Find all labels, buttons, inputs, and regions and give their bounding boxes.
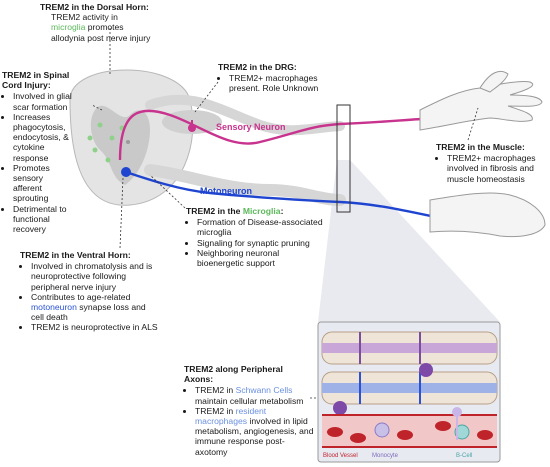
motoneuron-label: Motoneuron: [200, 186, 252, 196]
zoom-box: [336, 104, 351, 213]
b-cell-label: B-Cell: [456, 453, 473, 459]
spinal-injury-callout: TREM2 in Spinal Cord Injury: Involved in…: [2, 70, 72, 234]
ventral-horn-item: Contributes to age-related motoneuron sy…: [31, 292, 160, 323]
spinal-injury-item: Promotes sensory afferent sprouting: [13, 163, 72, 204]
microglia-title-cell: Microglia: [242, 206, 281, 216]
microglia-item: Neighboring neuronal bioenergetic suppor…: [197, 248, 326, 268]
microglia-callout: TREM2 in the Microglia: Formation of Dis…: [186, 206, 326, 268]
axons-item-cell: Schwann Cells: [235, 385, 293, 396]
macrophage-cell: [419, 363, 433, 377]
ventral-horn-item: TREM2 is neuroprotective in ALS: [31, 322, 160, 332]
sensory-neuron-label: Sensory Neuron: [216, 122, 286, 132]
ventral-horn-title: TREM2 in the Ventral Horn:: [20, 250, 131, 260]
muscle-callout: TREM2 in the Muscle: TREM2+ macrophages …: [436, 142, 548, 184]
microglia-item: Signaling for synaptic pruning: [197, 238, 326, 248]
spinal-injury-item: Increases phagocytosis, endocytosis, & c…: [13, 112, 72, 163]
blood-vessel-label: Blood Vessel: [323, 453, 358, 459]
axons-item-text: TREM2 in: [195, 385, 236, 396]
microglia-item: Formation of Disease-associated microgli…: [197, 217, 326, 237]
axons-item: TREM2 in resident macrophages involved i…: [195, 406, 314, 457]
ventral-horn-item-cell: motoneuron: [31, 302, 77, 313]
dorsal-horn-cell: microglia: [51, 22, 86, 33]
spinal-injury-title: TREM2 in Spinal Cord Injury:: [2, 70, 70, 91]
drg-item: TREM2+ macrophages present. Role Unknown: [229, 73, 348, 93]
drg-callout: TREM2 in the DRG: TREM2+ macrophages pre…: [218, 62, 348, 94]
drg-cell-body: [188, 124, 196, 132]
dorsal-horn-title: TREM2 in the Dorsal Horn:: [40, 2, 149, 12]
dorsal-horn-callout: TREM2 in the Dorsal Horn: TREM2 activity…: [40, 2, 200, 43]
axons-item: TREM2 in Schwann Cells maintain cellular…: [195, 385, 314, 405]
dorsal-horn-text-2: allodynia post nerve injury: [51, 32, 151, 43]
ventral-horn-item-text: Contributes to age-related: [31, 291, 131, 302]
microglia-title: TREM2 in the Microglia:: [186, 206, 326, 216]
microglia-title-prefix: TREM2 in the: [186, 206, 243, 216]
axons-item-text-2: involved in lipid metabolism, angiogenes…: [195, 416, 314, 457]
axon-inset: [317, 321, 501, 463]
muscle-item: TREM2+ macrophages involved in fibrosis …: [447, 153, 548, 184]
dorsal-horn-text-tail: promotes: [85, 22, 124, 33]
axons-callout: TREM2 along Peripheral Axons: TREM2 in S…: [184, 364, 314, 457]
ventral-horn-callout: TREM2 in the Ventral Horn: Involved in c…: [20, 250, 160, 333]
axons-title: TREM2 along Peripheral Axons:: [184, 364, 283, 385]
drg-title: TREM2 in the DRG:: [218, 62, 297, 72]
axons-item-text-2: maintain cellular metabolism: [195, 395, 304, 406]
spinal-injury-item: Detrimental to functional recovery: [13, 204, 72, 235]
dorsal-horn-text: TREM2 activity in: [51, 12, 118, 23]
ventral-root: [144, 164, 346, 206]
microglia-title-suffix: :: [280, 206, 284, 216]
monocyte-label: Monocyte: [372, 453, 399, 459]
microglia-cells: [87, 122, 125, 163]
hand-illustration: [419, 70, 543, 131]
macrophage-cell: [333, 401, 347, 415]
b-cell: [454, 424, 470, 440]
axons-item-cell: resident macrophages: [195, 405, 267, 427]
monocyte-cell: [374, 422, 390, 438]
zoom-projection: [318, 160, 500, 322]
motoneuron-cell-body: [121, 167, 131, 177]
ventral-horn-item-text-2: synapse loss and cell death: [31, 302, 146, 323]
red-blood-cells: [327, 421, 493, 443]
axons-item-text: TREM2 in: [195, 405, 236, 416]
leg-illustration: [429, 192, 546, 238]
muscle-title: TREM2 in the Muscle:: [436, 142, 525, 152]
ventral-horn-item: Involved in chromatolysis and is neuropr…: [31, 261, 160, 292]
spinal-injury-item: Involved in glial scar formation: [13, 91, 72, 111]
